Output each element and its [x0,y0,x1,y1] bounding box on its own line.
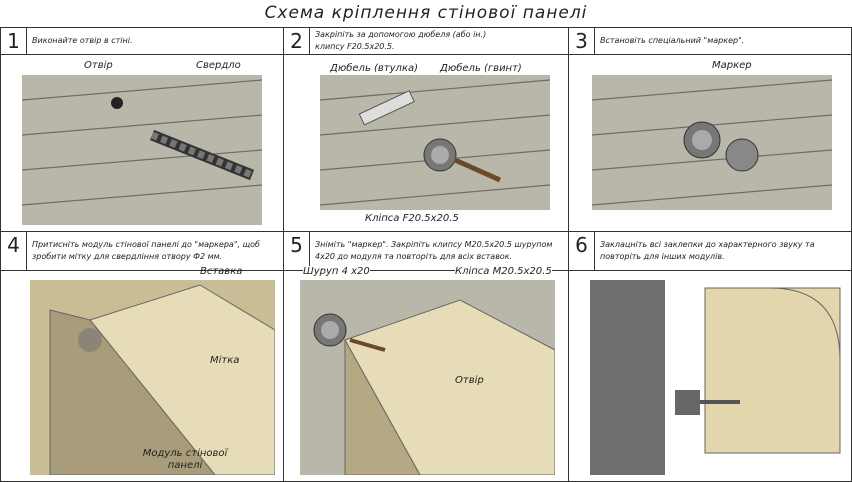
brick-wall-3 [592,75,832,210]
label-dubel-gvint: Дюбель (гвинт) [440,63,522,74]
label-mitka: Мітка [210,355,240,366]
step-number: 1 [1,28,27,54]
step-number: 4 [1,232,27,270]
label-otvir: Отвір [84,60,113,71]
label-klipsa-f: Кліпса F20.5x20.5 [365,213,459,224]
step-text: Заклацніть всі заклепки до характерного … [600,240,815,261]
label-vstavka: Вставка [200,266,243,277]
step-number: 5 [284,232,310,270]
page-title: Схема кріплення стінової панелі [264,3,588,23]
step-number: 2 [284,28,310,54]
panel-module-4 [30,280,275,475]
step-text: Зніміть "маркер". Закріпіть клипсу M20.5… [315,240,553,261]
panel-module-5 [300,280,555,475]
step-3-header: 3 Встановіть спеціальний "маркер". [568,27,852,55]
label-shurup: Шуруп 4 x20 [303,266,370,277]
brick-wall-1 [22,75,262,225]
step-number: 3 [569,28,595,54]
step-text: Притисніть модуль стінової панелі до "ма… [32,240,260,261]
step-text: Закріпіть за допомогою дюбеля (або ін.) … [315,30,487,51]
label-marker: Маркер [712,60,752,71]
label-dubel-vtulka: Дюбель (втулка) [330,63,419,74]
section-view-6 [590,280,841,475]
label-sverdlo: Свердло [196,60,241,71]
step-text: Встановіть спеціальний "маркер". [600,36,745,45]
label-modul: Модуль стінової панелі [142,448,228,471]
step-number: 6 [569,232,595,270]
step-text: Виконайте отвір в стіні. [32,36,133,45]
label-otvir-5: Отвір [455,375,484,386]
brick-wall-2 [320,75,550,210]
step-1-header: 1 Виконайте отвір в стіні. [0,27,284,55]
label-klipsa-m: Кліпса M20.5x20.5 [455,266,552,277]
